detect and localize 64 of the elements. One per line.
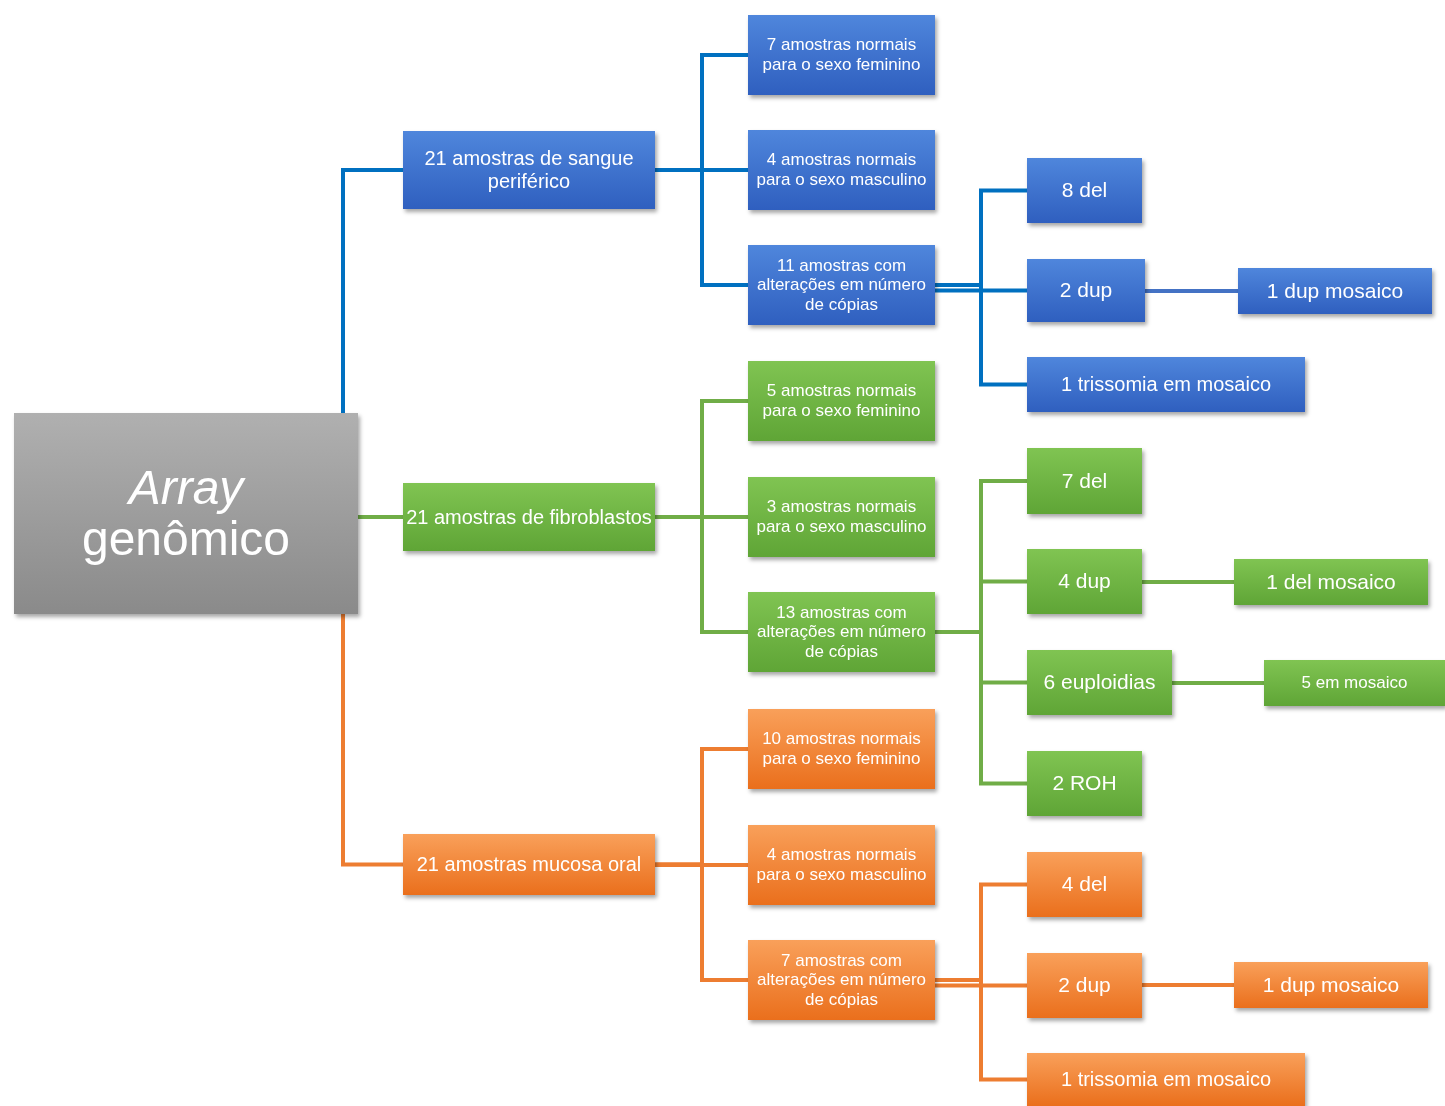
category-box: [1027, 158, 1142, 223]
connector-line: [1145, 289, 1238, 293]
category-box: [403, 834, 655, 895]
connector-line: [341, 614, 403, 867]
box-label: 1 trissomia em mosaico: [1060, 373, 1272, 396]
connector-line: [358, 515, 403, 519]
box-label: 5 amostras normais para o sexo feminino: [761, 381, 922, 421]
root-label: Array genômico: [80, 463, 292, 564]
connector-line: [935, 983, 1027, 988]
box-label: 1 dup mosaico: [1266, 278, 1404, 304]
category-box: [1027, 751, 1142, 816]
box-label: 7 amostras normais para o sexo feminino: [761, 35, 922, 75]
box-label: 13 amostras com alterações em número de cópias: [755, 602, 928, 662]
category-box: [403, 483, 655, 551]
box-label: 1 trissomia em mosaico: [1060, 1068, 1272, 1091]
connector-line: [341, 168, 403, 413]
box-label: 21 amostras de fibroblastos: [406, 505, 652, 529]
root-box: [14, 413, 358, 614]
category-box: [748, 940, 935, 1020]
box-label: 2 ROH: [1052, 771, 1117, 796]
connector-line: [1142, 580, 1234, 584]
box-label: 3 amostras normais para o sexo masculino: [755, 497, 928, 537]
box-label: 2 dup: [1059, 278, 1113, 303]
box-label: 4 amostras normais para o sexo masculino: [755, 150, 928, 190]
box-label: 7 amostras com alterações em número de cópias: [755, 950, 928, 1010]
category-box: [748, 130, 935, 210]
box-label: 7 del: [1061, 468, 1108, 494]
box-label: 4 dup: [1058, 569, 1111, 594]
category-box: [1027, 259, 1145, 322]
category-box: [1238, 268, 1432, 314]
category-box: [1234, 962, 1428, 1008]
category-box: [748, 709, 935, 789]
category-box: [1027, 448, 1142, 514]
box-label: 4 del: [1061, 872, 1108, 897]
category-box: [1027, 549, 1142, 614]
box-label: 11 amostras com alterações em número de cópias: [755, 255, 928, 315]
box-label: 21 amostras de sangue periférico: [423, 147, 635, 193]
box-label: 2 dup: [1058, 973, 1111, 998]
connector-line: [1142, 983, 1234, 987]
category-box: [748, 825, 935, 905]
connector-line: [655, 862, 748, 982]
box-label: 10 amostras normais para o sexo feminino: [761, 729, 922, 769]
category-box: [748, 361, 935, 441]
category-box: [403, 131, 655, 209]
box-label: 8 del: [1061, 178, 1108, 203]
box-label: 6 euploidias: [1043, 670, 1156, 695]
category-box: [748, 15, 935, 95]
connector-line: [1172, 681, 1264, 685]
category-box: [748, 592, 935, 672]
category-box: [1027, 357, 1305, 412]
box-label: 5 em mosaico: [1301, 673, 1408, 693]
connector-line: [935, 288, 1027, 293]
category-box: [1264, 660, 1445, 706]
box-label: 1 dup mosaico: [1262, 972, 1400, 998]
category-box: [1027, 1053, 1305, 1106]
category-box: [1234, 559, 1428, 605]
box-label: 21 amostras mucosa oral: [416, 853, 642, 876]
category-box: [748, 477, 935, 557]
category-box: [1027, 650, 1172, 715]
box-label: 1 del mosaico: [1266, 569, 1396, 595]
category-box: [1027, 953, 1142, 1018]
category-box: [1027, 852, 1142, 917]
category-box: [748, 245, 935, 325]
box-label: 4 amostras normais para o sexo masculino: [755, 845, 928, 885]
